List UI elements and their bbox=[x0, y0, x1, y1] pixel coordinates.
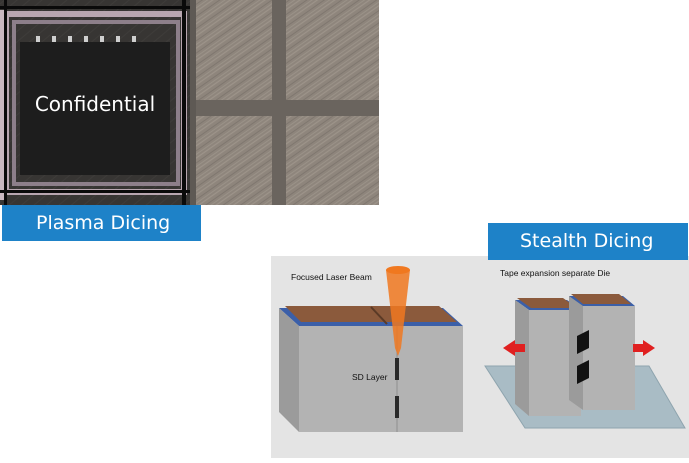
stealth-dicing-diagram bbox=[271, 256, 689, 458]
focused-laser-beam bbox=[386, 266, 410, 356]
confidential-watermark: Confidential bbox=[34, 92, 156, 116]
focused-laser-beam-label: Focused Laser Beam bbox=[291, 272, 372, 282]
tape-expansion-scene bbox=[484, 294, 686, 429]
sd-wafer-block bbox=[279, 306, 463, 432]
tape-expansion-label: Tape expansion separate Die bbox=[500, 268, 611, 278]
plasma-dicing-label: Plasma Dicing bbox=[2, 205, 201, 241]
confidential-redaction-box bbox=[20, 42, 170, 175]
stealth-dicing-label: Stealth Dicing bbox=[488, 223, 688, 260]
sd-layer-label: SD Layer bbox=[352, 372, 388, 382]
